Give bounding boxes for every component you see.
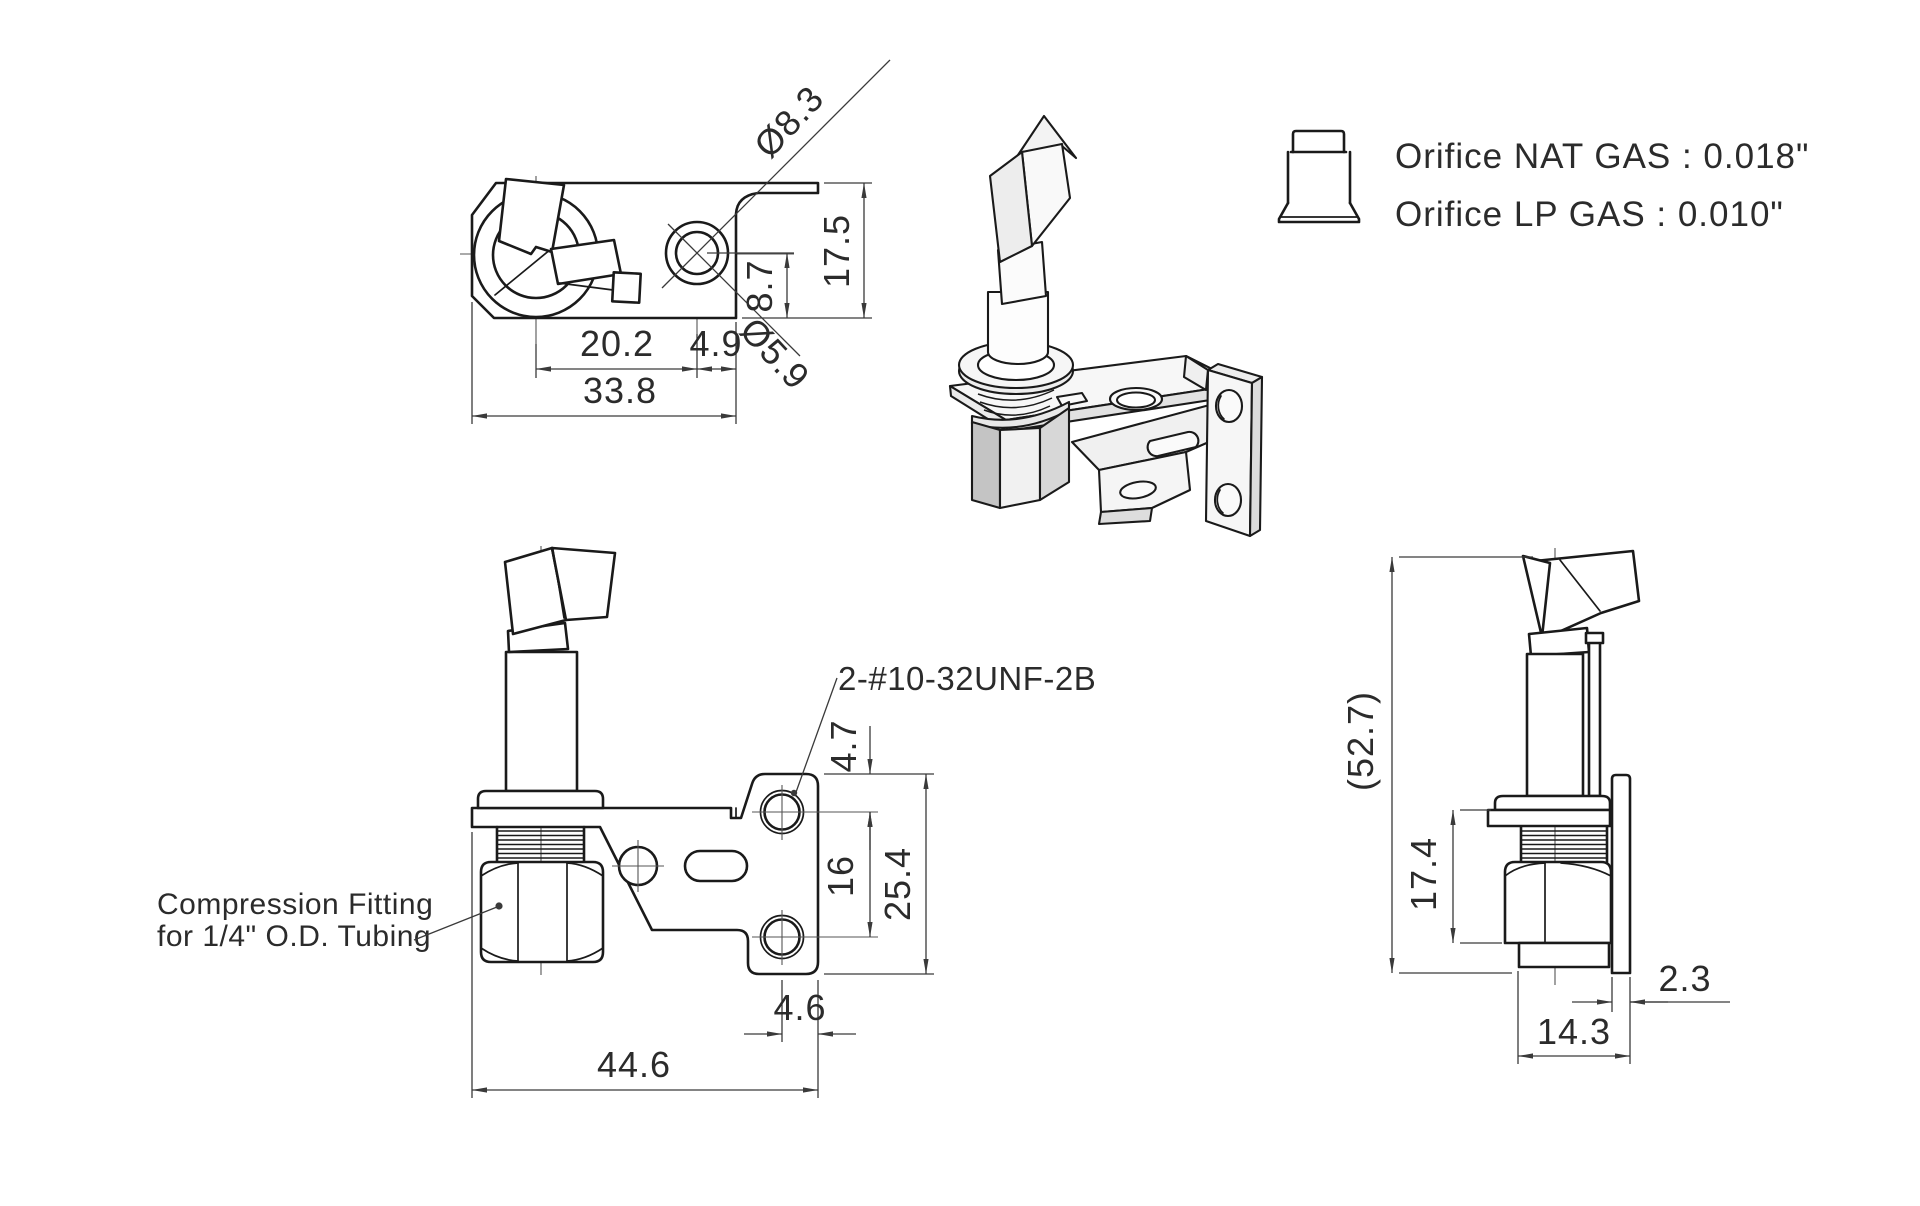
- threads: [498, 830, 583, 859]
- washer: [476, 789, 605, 810]
- iso-flange-tab: [1182, 354, 1210, 392]
- nut-facets: [517, 861, 568, 963]
- dia-outer-leader: [661, 59, 891, 289]
- slot-hole: [683, 849, 749, 883]
- iso-square-hole: [1055, 391, 1089, 408]
- orifice-cap: [1291, 129, 1346, 154]
- dim-bracket-height: 25.4: [877, 847, 918, 921]
- hood-wing-line: [558, 282, 614, 291]
- orifice-body: [1286, 150, 1352, 205]
- iso-hood-left: [988, 150, 1034, 264]
- tube: [1525, 652, 1585, 798]
- dim-dia-outer: Ø8.3: [746, 77, 832, 165]
- iso-nut-facet-right: [1038, 406, 1071, 502]
- fitting-body: [1517, 941, 1611, 969]
- thread-profile: [495, 825, 586, 864]
- isometric-view: [948, 114, 1264, 538]
- iso-tube: [986, 290, 1050, 366]
- iso-nut-facet-left: [970, 420, 1002, 510]
- hood-right-face: [550, 546, 617, 622]
- dim-fitting-height: 17.4: [1403, 837, 1444, 911]
- tube: [504, 650, 579, 793]
- orifice-lp-gas-note: Orifice LP GAS : 0.010": [1395, 195, 1784, 234]
- iso-thread: [983, 405, 1051, 416]
- hex-nut: [479, 860, 605, 964]
- iso-nut-facet-mid: [998, 426, 1042, 510]
- iso-flange-hole-upper: [1214, 388, 1244, 424]
- iso-foot-edge: [1097, 506, 1154, 526]
- dia-inner-leader: [667, 223, 801, 357]
- callout-leader: [794, 677, 838, 796]
- dim-hole-spacing: 16: [820, 855, 861, 897]
- iso-slot: [1146, 430, 1200, 458]
- dim-height: 17.5: [816, 214, 857, 288]
- orifice-detail: Orifice NAT GAS : 0.018" Orifice LP GAS …: [1277, 129, 1809, 234]
- hex-nut: [1503, 860, 1613, 945]
- dim-flange-thickness: 2.3: [1658, 958, 1711, 999]
- dim-hole-to-edge: 4.9: [689, 323, 742, 364]
- dim-hole-top-offset: 4.7: [823, 719, 864, 772]
- side-view: (52.7) 17.4 2.3 14.3: [1340, 548, 1730, 1064]
- orifice-nat-gas-note: Orifice NAT GAS : 0.018": [1395, 137, 1809, 176]
- mounting-flange: [1610, 773, 1632, 975]
- dim-overall-height: (52.7): [1340, 691, 1381, 791]
- iso-hole-shade: [1217, 395, 1225, 420]
- fitting-label-line2: for 1/4" O.D. Tubing: [157, 920, 431, 953]
- dim-dia-inner: Ø5.9: [732, 309, 818, 397]
- washer: [1493, 794, 1612, 812]
- hood-collar: [1527, 626, 1591, 658]
- hood-fold-line: [1559, 559, 1601, 612]
- dim-foot-width: 4.6: [773, 987, 826, 1028]
- nut-chamfers: [480, 862, 604, 962]
- iso-oval-hole: [1119, 480, 1157, 500]
- iso-flange-side: [1248, 375, 1264, 538]
- plate-edge: [1486, 808, 1612, 828]
- dim-overall-width: 44.6: [597, 1044, 671, 1085]
- label-leader: [413, 906, 498, 941]
- iso-hole-shade: [1216, 489, 1224, 514]
- hood-clip: [1521, 554, 1552, 639]
- fitting-label-line1: Compression Fitting: [157, 888, 433, 921]
- iso-round-hole-inner: [1115, 391, 1157, 409]
- orifice-skirt: [1277, 201, 1361, 224]
- iso-thread: [979, 397, 1053, 409]
- dim-hole-offset: 8.7: [739, 259, 780, 312]
- hole-crosshairs: [752, 785, 878, 965]
- hood-fold-line: [552, 549, 565, 619]
- hood-flap: [497, 177, 566, 256]
- top-view: Ø8.3 Ø5.9 8.7 17.5 20.2 4.9 33.8: [460, 59, 891, 424]
- threads: [1522, 830, 1606, 859]
- hood-edge-line: [494, 248, 552, 296]
- front-view: 2-#10-32UNF-2B Compression Fitting for 1…: [157, 546, 1096, 1098]
- dim-depth: 14.3: [1537, 1011, 1611, 1052]
- dim-overall-width: 33.8: [583, 370, 657, 411]
- electrode-rod: [1587, 640, 1602, 798]
- leader-dot: [495, 902, 503, 910]
- square-notch: [610, 271, 643, 305]
- web-hole-crosshair: [612, 840, 664, 892]
- rod-cap: [1584, 631, 1605, 645]
- thread-callout: 2-#10-32UNF-2B: [838, 660, 1096, 697]
- iso-flange-hole-lower: [1213, 482, 1243, 518]
- iso-thread: [977, 389, 1055, 401]
- nut-chamfers: [1504, 862, 1612, 877]
- thread-profile: [1519, 825, 1609, 864]
- dim-center-to-hole: 20.2: [580, 323, 654, 364]
- leader-dot: [790, 789, 798, 797]
